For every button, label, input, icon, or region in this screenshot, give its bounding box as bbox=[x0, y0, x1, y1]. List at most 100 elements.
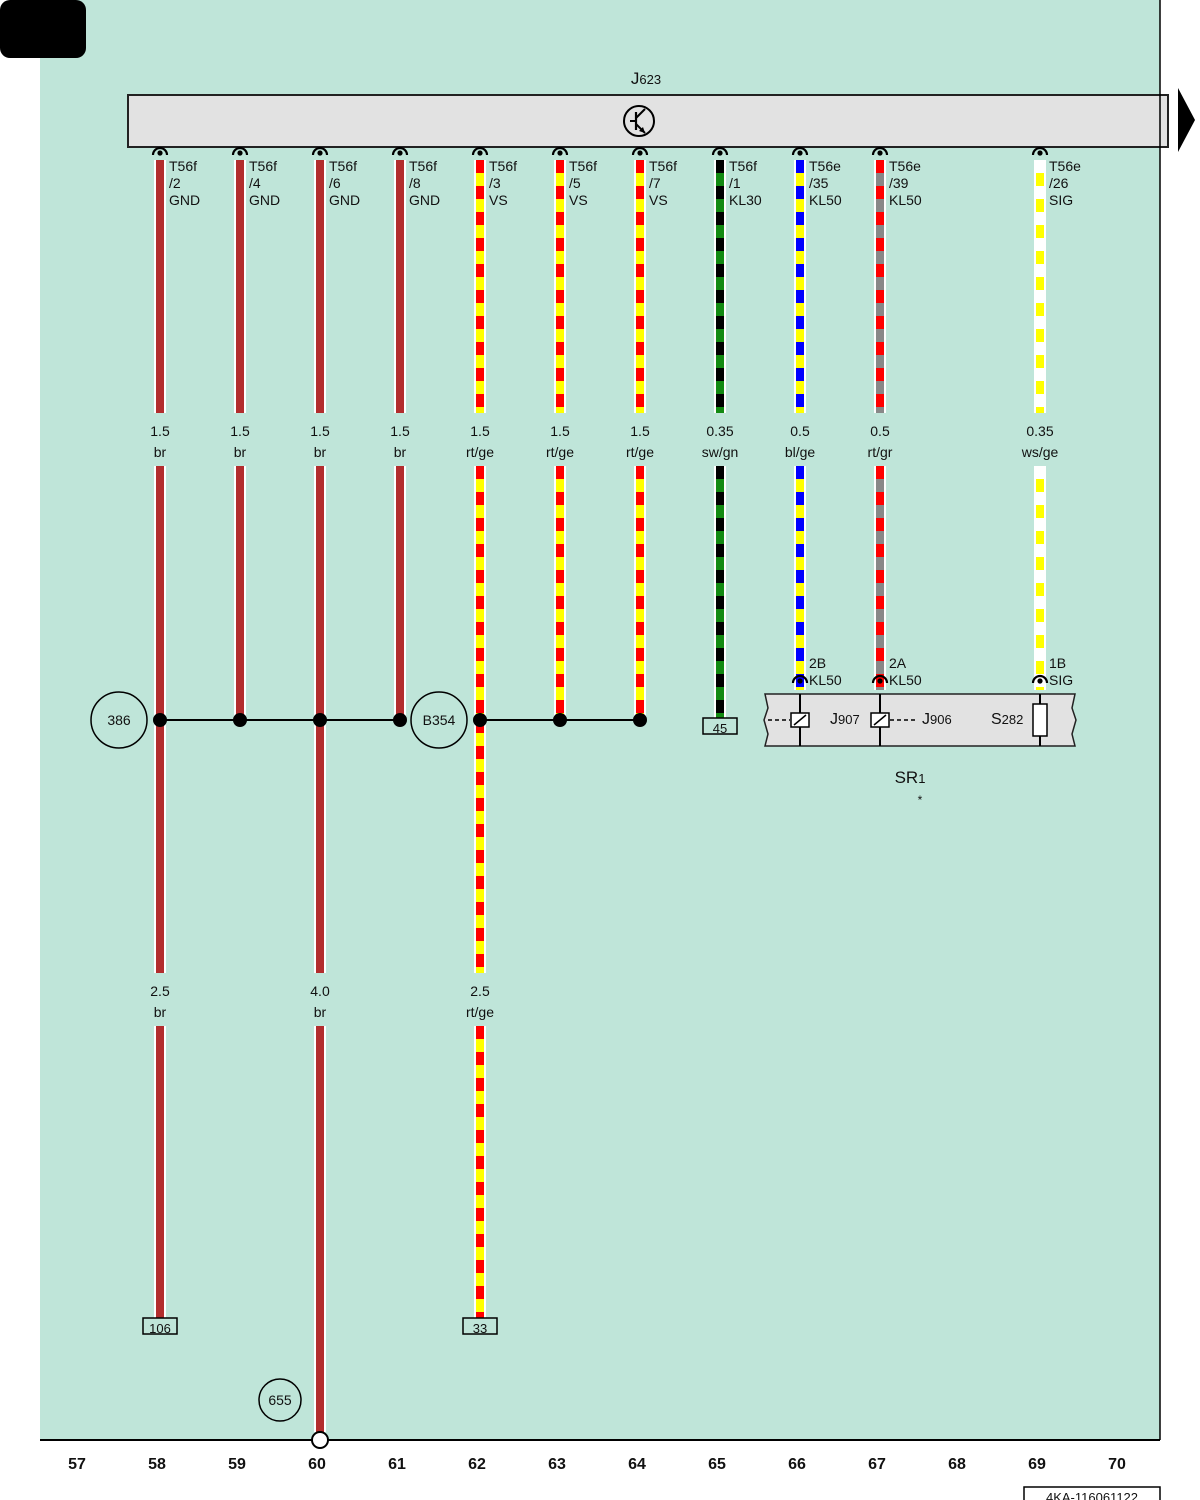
wire-stripe bbox=[716, 173, 724, 186]
wire-color-code: br bbox=[394, 444, 407, 460]
relay-pin-number: 2B bbox=[809, 655, 826, 671]
wire-stripe bbox=[1036, 609, 1044, 622]
connector-pin-icon bbox=[871, 674, 889, 684]
wire-stripe bbox=[796, 661, 804, 674]
wire-stripe bbox=[476, 251, 484, 264]
wire-stripe bbox=[556, 303, 564, 316]
wire-stripe bbox=[876, 479, 884, 492]
wire-stripe bbox=[476, 407, 484, 413]
wire-stripe bbox=[1036, 661, 1044, 674]
connector-pin-icon bbox=[711, 146, 729, 156]
control-unit-box bbox=[127, 94, 1169, 148]
pin-function: KL50 bbox=[889, 192, 922, 208]
wire-stripe bbox=[476, 531, 484, 544]
wire-stripe bbox=[716, 329, 724, 342]
wire-stripe bbox=[556, 531, 564, 544]
connector-pin-icon bbox=[791, 674, 809, 684]
wire-stripe bbox=[476, 811, 484, 824]
wire-stripe bbox=[476, 329, 484, 342]
wire-stripe bbox=[476, 583, 484, 596]
wire-stripe bbox=[636, 557, 644, 570]
wire-stripe bbox=[556, 173, 564, 186]
pin-connector: T56e bbox=[889, 158, 921, 174]
pin-connector: T56f bbox=[169, 158, 197, 174]
wire-stripe bbox=[476, 863, 484, 876]
lower-wire-1: 4.0 br bbox=[310, 720, 330, 1432]
relay-box-name: SR1 bbox=[895, 768, 926, 787]
wire-stripe bbox=[796, 277, 804, 290]
wire-gauge: 1.5 bbox=[630, 423, 650, 439]
wire-stripe bbox=[796, 557, 804, 570]
wire-gauge: 1.5 bbox=[150, 423, 170, 439]
terminal-point bbox=[311, 1431, 329, 1449]
pin-function: GND bbox=[329, 192, 360, 208]
relay-box: J907 J906 S282 SR1 * bbox=[763, 693, 1077, 807]
junctions bbox=[153, 713, 647, 727]
component-j907: J907 bbox=[830, 711, 860, 728]
wire-stripe bbox=[476, 915, 484, 928]
wire-color-code: ws/ge bbox=[1021, 444, 1059, 460]
wire-stripe bbox=[876, 277, 884, 290]
wire-stripe bbox=[636, 355, 644, 368]
wire-stripe bbox=[636, 583, 644, 596]
wire-conductor bbox=[396, 466, 404, 720]
wire-color-code: br bbox=[314, 1004, 327, 1020]
wire-color-code: rt/ge bbox=[466, 1004, 494, 1020]
wire-stripe bbox=[796, 479, 804, 492]
fuse-icon bbox=[1032, 703, 1048, 737]
wire-color-code: bl/ge bbox=[785, 444, 816, 460]
pin-connector: T56e bbox=[1049, 158, 1081, 174]
wire-stripe bbox=[796, 609, 804, 622]
wire-stripe bbox=[476, 1117, 484, 1130]
wire-conductor bbox=[236, 466, 244, 720]
connector-pin-icon bbox=[391, 146, 409, 156]
wire-stripe bbox=[1036, 407, 1044, 413]
wire-stripe bbox=[1036, 479, 1044, 492]
wire-stripe bbox=[556, 635, 564, 648]
wire-stripe bbox=[476, 967, 484, 973]
wire-gauge: 1.5 bbox=[230, 423, 250, 439]
wire-stripe bbox=[1036, 277, 1044, 290]
wire-stripe bbox=[796, 381, 804, 394]
wire-stripe bbox=[556, 557, 564, 570]
wire-stripe bbox=[636, 303, 644, 316]
wire-conductor bbox=[796, 466, 804, 690]
wire-stripe bbox=[1036, 687, 1044, 690]
junction-dot bbox=[393, 713, 407, 727]
pin-connector: T56f bbox=[649, 158, 677, 174]
wire-stripe bbox=[476, 1273, 484, 1286]
pin-number: /3 bbox=[489, 175, 501, 191]
pin-number: /39 bbox=[889, 175, 909, 191]
connector-pin-icon bbox=[231, 146, 249, 156]
wire-stripe bbox=[476, 1091, 484, 1104]
wire-stripe bbox=[556, 251, 564, 264]
wire-stripe bbox=[716, 355, 724, 368]
wire-color-code: rt/ge bbox=[626, 444, 654, 460]
wire-stripe bbox=[716, 557, 724, 570]
grid-number: 66 bbox=[788, 1456, 806, 1473]
grid-number: 62 bbox=[468, 1456, 486, 1473]
control-unit-label: J623 bbox=[631, 69, 661, 88]
transistor-icon bbox=[623, 105, 655, 137]
wire-color-code: sw/gn bbox=[702, 444, 739, 460]
wire-gauge: 4.0 bbox=[310, 983, 330, 999]
relay-box-name-sub: 1 bbox=[918, 771, 925, 786]
wire-color-code: rt/gr bbox=[868, 444, 893, 460]
relay-pin-function: KL50 bbox=[809, 672, 842, 688]
wire-conductor bbox=[156, 720, 164, 973]
connector-pin-icon bbox=[311, 146, 329, 156]
wire-stripe bbox=[716, 251, 724, 264]
ref-box-106-label: 106 bbox=[149, 1321, 171, 1336]
pin-function: GND bbox=[169, 192, 200, 208]
grid-number: 68 bbox=[948, 1456, 966, 1473]
wire-stripe bbox=[716, 407, 724, 413]
lower-wire-0: 2.5br bbox=[150, 720, 170, 1318]
wire-stripe bbox=[876, 557, 884, 570]
wire-color-code: br bbox=[314, 444, 327, 460]
wire-conductor bbox=[316, 160, 324, 413]
footer-code-box: 4KA-116061122 bbox=[1023, 1486, 1161, 1500]
wire-stripe bbox=[1036, 199, 1044, 212]
